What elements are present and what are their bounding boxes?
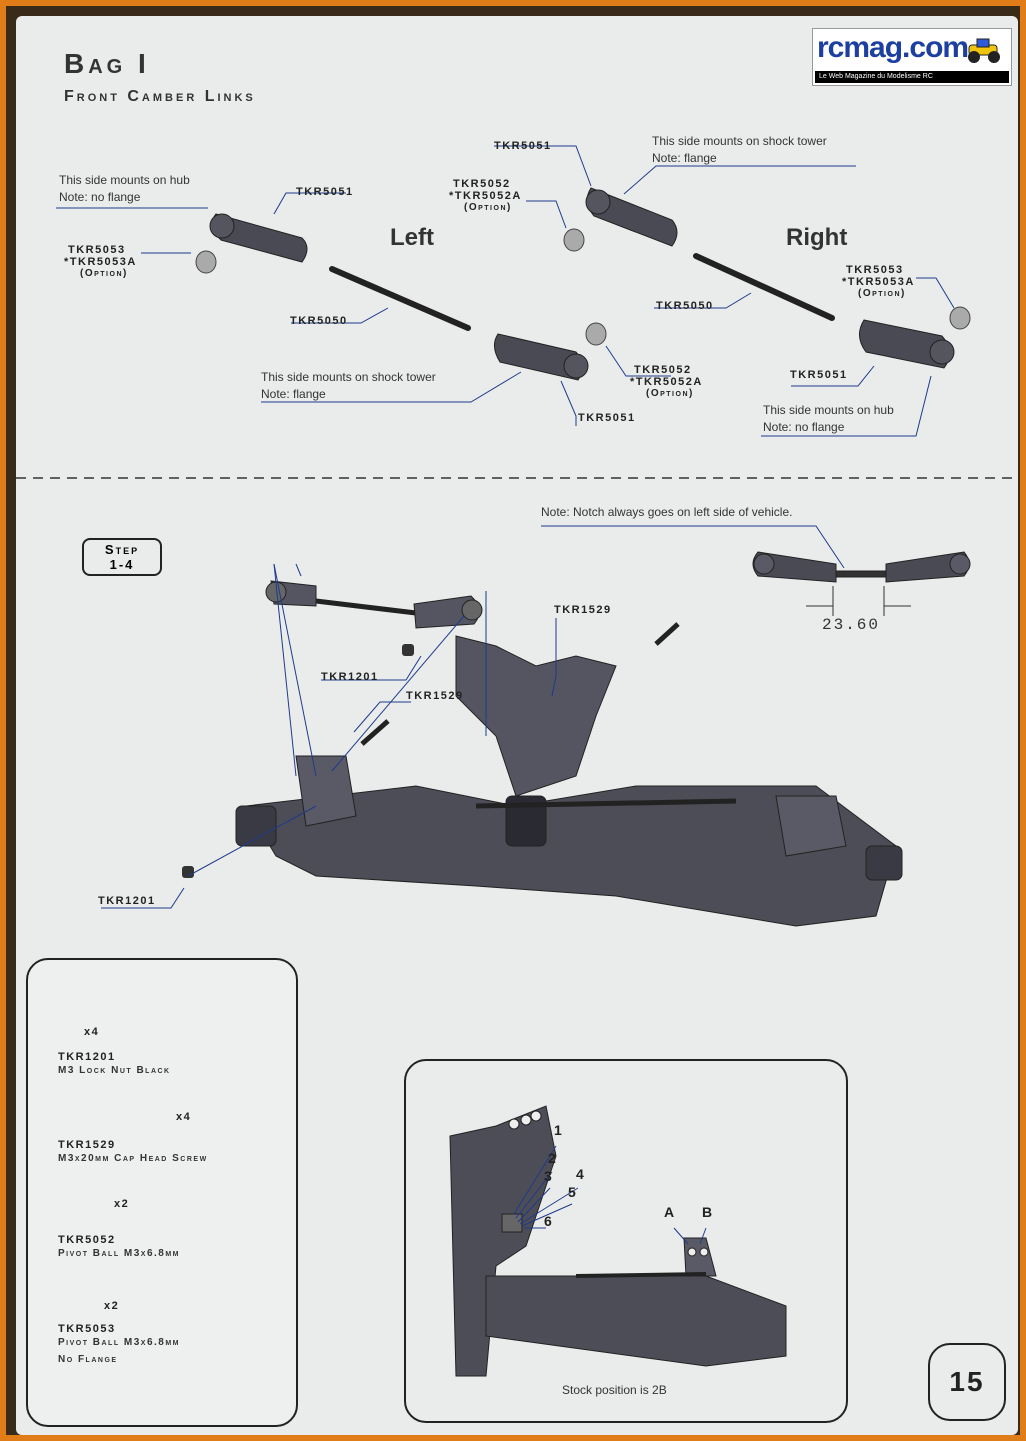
detail-chassis <box>449 1105 787 1377</box>
left-hub-note-2: Note: no flange <box>59 190 141 204</box>
left-label: Left <box>390 224 434 251</box>
hw-qty-1529: x4 <box>176 1111 192 1123</box>
step-label: Step <box>104 542 140 557</box>
hw-desc2-5053: No Flange <box>58 1354 118 1365</box>
left-tower-note-1: This side mounts on shock tower <box>261 370 436 384</box>
right-turnbuckle <box>693 253 835 321</box>
right-part-5051-a: TKR5051 <box>494 140 552 152</box>
detail-box <box>404 1059 848 1423</box>
hw-desc-1529: M3x20mm Cap Head Screw <box>58 1153 208 1164</box>
hw-desc-5052: Pivot Ball M3x6.8mm <box>58 1248 181 1259</box>
hw-qty-5053: x2 <box>104 1300 120 1312</box>
left-rod-end-hub <box>209 213 308 263</box>
lock-nut-a <box>402 644 414 656</box>
hw-desc-5053: Pivot Ball M3x6.8mm <box>58 1337 181 1348</box>
assembly-part-1529-b: TKR1529 <box>406 690 464 702</box>
left-option-a: (Option) <box>80 268 128 279</box>
screw-b <box>654 622 680 646</box>
pos-6: 6 <box>544 1213 552 1229</box>
left-part-5051-a: TKR5051 <box>296 186 354 198</box>
screw-a <box>360 719 390 746</box>
left-pivot-ball <box>195 250 217 274</box>
rcmag-logo[interactable]: rcmag.com Le Web Magazine du Modelisme R… <box>812 28 1012 86</box>
left-part-5052: TKR5052 <box>634 364 692 376</box>
right-tower-note-1: This side mounts on shock tower <box>652 134 827 148</box>
camber-link-assembled <box>265 580 737 809</box>
hw-part-1201: TKR1201 <box>58 1051 116 1063</box>
right-part-5052a: *TKR5052A <box>449 190 522 202</box>
step-badge: Step 1-4 <box>82 538 162 576</box>
step-number: 1-4 <box>109 557 135 572</box>
bag-title: Bag I <box>64 48 150 79</box>
right-rod-end-hub <box>859 319 955 369</box>
left-turnbuckle <box>329 266 471 331</box>
hw-qty-5052: x2 <box>114 1198 130 1210</box>
left-tower-note-2: Note: flange <box>261 387 326 401</box>
hw-part-5053: TKR5053 <box>58 1323 116 1335</box>
page-number: 15 <box>949 1366 985 1397</box>
right-part-5051-b: TKR5051 <box>790 369 848 381</box>
right-pivot-ball-b <box>949 306 971 330</box>
pos-2: 2 <box>548 1150 556 1166</box>
left-part-5053: TKR5053 <box>68 244 126 256</box>
hw-qty-1201: x4 <box>84 1026 100 1038</box>
notch-link-diagram <box>752 551 971 583</box>
pos-3: 3 <box>544 1168 552 1184</box>
right-option-b: (Option) <box>858 288 906 299</box>
left-part-5050: TKR5050 <box>290 315 348 327</box>
right-label: Right <box>786 224 848 251</box>
left-option-b: (Option) <box>646 388 694 399</box>
right-part-5053a: *TKR5053A <box>842 276 915 288</box>
notch-note: Note: Notch always goes on left side of … <box>541 505 793 519</box>
lock-nut-b <box>182 866 194 878</box>
hw-part-5052: TKR5052 <box>58 1234 116 1246</box>
logo-text: rcmag.com <box>817 31 969 64</box>
pos-5: 5 <box>568 1184 576 1200</box>
logo-tagline: Le Web Magazine du Modelisme RC <box>815 71 1009 83</box>
assembly-part-1529-a: TKR1529 <box>554 604 612 616</box>
detail-caption: Stock position is 2B <box>562 1383 667 1397</box>
pos-a: A <box>664 1204 675 1220</box>
right-part-5053: TKR5053 <box>846 264 904 276</box>
chassis-assembly <box>235 635 903 927</box>
right-part-5050: TKR5050 <box>656 300 714 312</box>
pos-4: 4 <box>576 1166 584 1182</box>
right-hub-note-1: This side mounts on hub <box>763 403 894 417</box>
pos-b: B <box>702 1204 713 1220</box>
hw-part-1529: TKR1529 <box>58 1139 116 1151</box>
section-subtitle: Front Camber Links <box>64 88 256 105</box>
right-option-a: (Option) <box>464 202 512 213</box>
right-hub-note-2: Note: no flange <box>763 420 845 434</box>
assembly-part-1201-b: TKR1201 <box>98 895 156 907</box>
left-rod-end-tower <box>494 333 589 381</box>
hw-desc-1201: M3 Lock Nut Black <box>58 1065 171 1076</box>
right-tower-note-2: Note: flange <box>652 151 717 165</box>
buggy-icon <box>965 35 1005 65</box>
right-pivot-ball <box>563 228 585 252</box>
dimension-value: 23.60 <box>822 616 881 634</box>
left-part-5053a: *TKR5053A <box>64 256 137 268</box>
manual-page: rcmag.com Le Web Magazine du Modelisme R… <box>16 16 1018 1435</box>
left-pivot-ball-b <box>585 322 607 346</box>
page-number-badge: 15 <box>928 1343 1006 1421</box>
assembly-part-1201-a: TKR1201 <box>321 671 379 683</box>
left-part-5051-b: TKR5051 <box>578 412 636 424</box>
right-part-5052: TKR5052 <box>453 178 511 190</box>
hardware-list-box <box>26 958 298 1427</box>
right-rod-end-tower <box>585 187 678 247</box>
left-hub-note-1: This side mounts on hub <box>59 173 190 187</box>
pos-1: 1 <box>554 1122 562 1138</box>
left-part-5052a: *TKR5052A <box>630 376 703 388</box>
